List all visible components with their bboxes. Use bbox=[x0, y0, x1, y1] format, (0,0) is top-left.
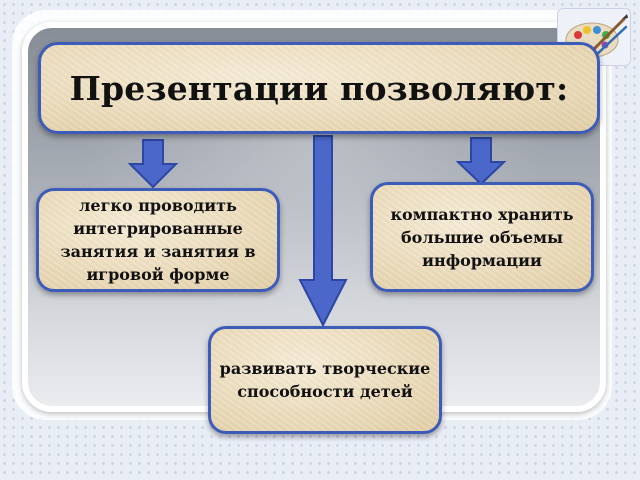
center-down-arrow bbox=[298, 135, 348, 328]
title-box: Презентации позволяют: bbox=[38, 42, 600, 134]
paint-palette-icon bbox=[557, 8, 631, 66]
item-box-integrated-lessons: легко проводить интегрированные занятия … bbox=[36, 188, 280, 292]
item-text-integrated-lessons: легко проводить интегрированные занятия … bbox=[60, 196, 256, 284]
item-box-creative-abilities: развивать творческие способности детей bbox=[208, 326, 442, 434]
left-down-arrow bbox=[127, 139, 179, 189]
item-box-store-information: компактно хранить большие объемы информа… bbox=[370, 182, 594, 292]
item-text-creative-abilities: развивать творческие способности детей bbox=[219, 359, 431, 401]
page-title: Презентации позволяют: bbox=[69, 68, 569, 108]
right-down-arrow bbox=[455, 137, 507, 186]
item-text-store-information: компактно хранить большие объемы информа… bbox=[390, 204, 574, 270]
